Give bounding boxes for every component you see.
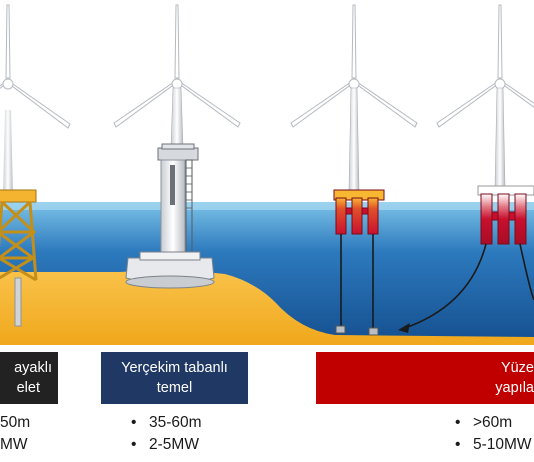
rotor bbox=[436, 4, 534, 128]
hub bbox=[171, 78, 183, 90]
spec-depth: >60m bbox=[455, 412, 532, 434]
category-label-line-1: Yerçekim tabanlı bbox=[121, 360, 228, 376]
mooring-arrowhead bbox=[398, 323, 410, 333]
tower bbox=[348, 87, 360, 191]
hub bbox=[348, 78, 360, 90]
jacket-turbine bbox=[0, 4, 71, 327]
spec-list-jacket: 50m MW bbox=[0, 412, 30, 456]
spec-list-floating: >60m 5-10MW bbox=[455, 412, 532, 456]
spec-depth: 50m bbox=[0, 412, 30, 434]
floater bbox=[333, 189, 385, 235]
tension-tendons bbox=[340, 234, 374, 330]
spec-list-gravity: 35-60m 2-5MW bbox=[131, 412, 202, 456]
spec-depth: 35-60m bbox=[131, 412, 202, 434]
rotor bbox=[0, 4, 71, 129]
spec-capacity: 2-5MW bbox=[131, 434, 202, 456]
sea-surface-highlight bbox=[0, 202, 534, 210]
category-label-line-2: temel bbox=[156, 380, 193, 396]
anchor bbox=[368, 327, 379, 336]
rotor bbox=[290, 4, 418, 128]
gravity-shaft bbox=[160, 159, 186, 256]
pile bbox=[14, 277, 22, 327]
category-box-jacket: ayaklı elet bbox=[0, 352, 58, 404]
offshore-wind-foundation-scene bbox=[0, 4, 534, 345]
category-label-line-2: elet bbox=[16, 380, 40, 396]
tower bbox=[3, 110, 13, 195]
hub bbox=[2, 78, 14, 90]
transition-deck bbox=[157, 147, 199, 161]
hub bbox=[494, 78, 506, 90]
tower bbox=[494, 87, 506, 189]
spec-capacity: 5-10MW bbox=[455, 434, 532, 456]
jacket-lattice bbox=[0, 200, 38, 282]
tower bbox=[170, 87, 184, 149]
floater bbox=[477, 185, 534, 245]
seabed bbox=[0, 270, 534, 345]
anchor bbox=[335, 325, 346, 334]
category-label-line-1: ayaklı bbox=[14, 360, 52, 376]
mooring-lines bbox=[404, 243, 534, 329]
floating-turbine-semisub bbox=[398, 4, 534, 333]
category-box-floating: Yüze yapıla bbox=[316, 352, 534, 404]
spec-capacity: MW bbox=[0, 434, 30, 456]
category-label-line-1: Yüze bbox=[500, 360, 534, 376]
category-label-line-2: yapıla bbox=[495, 380, 534, 396]
category-box-gravity: Yerçekim tabanlı temel bbox=[101, 352, 248, 404]
gravity-turbine bbox=[113, 4, 241, 289]
platform bbox=[0, 189, 37, 203]
floating-turbine-tlp bbox=[290, 4, 418, 336]
